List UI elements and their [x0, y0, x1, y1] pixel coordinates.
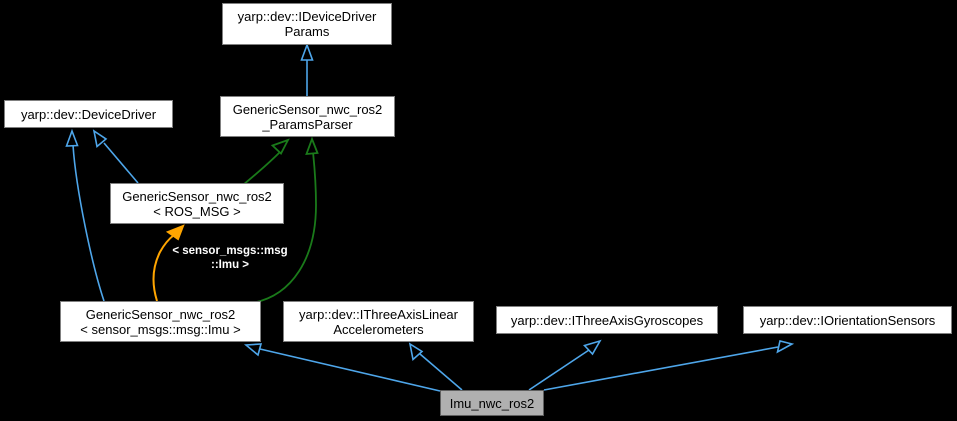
edge-imu-nwc-ros2-to-iorientationsensors [543, 340, 795, 391]
class-node-label: yarp::dev::IThreeAxisLinear Acceleromete… [299, 306, 458, 337]
edge-paramsparser-to-idevicedriverparams [300, 42, 314, 96]
class-node-ithreeaxisgyroscopes[interactable]: yarp::dev::IThreeAxisGyroscopes [496, 306, 718, 334]
class-node-imu-nwc-ros2[interactable]: Imu_nwc_ros2 [440, 390, 544, 416]
class-node-label: Imu_nwc_ros2 [449, 395, 535, 411]
class-node-label: yarp::dev::IDeviceDriver Params [237, 9, 377, 39]
class-node-devicedriver[interactable]: yarp::dev::DeviceDriver [4, 100, 173, 128]
class-node-genericsensor-imu[interactable]: GenericSensor_nwc_ros2 < sensor_msgs::ms… [60, 301, 261, 342]
class-node-label: yarp::dev::IOrientationSensors [759, 312, 936, 328]
edge-genericsensor-rosmsg-to-paramsparser [242, 138, 290, 186]
class-node-ithreeaxislinearaccelerometers[interactable]: yarp::dev::IThreeAxisLinear Acceleromete… [283, 301, 474, 342]
edge-label-template-args: < sensor_msgs::msg ::Imu > [172, 245, 288, 271]
class-node-label: GenericSensor_nwc_ros2 < sensor_msgs::ms… [80, 306, 241, 337]
class-node-label: GenericSensor_nwc_ros2 _ParamsParser [232, 101, 383, 132]
edge-imu-nwc-ros2-to-genericsensor-imu [243, 343, 441, 392]
class-node-label: yarp::dev::IThreeAxisGyroscopes [510, 312, 704, 328]
class-node-label: yarp::dev::DeviceDriver [20, 106, 157, 122]
edge-imu-nwc-ros2-to-ithreeaxislinearaccelerometers [408, 342, 463, 391]
edge-genericsensor-imu-to-paramsparser [251, 136, 319, 304]
edge-genericsensor-imu-to-genericsensor-rosmsg [152, 224, 185, 302]
class-node-iorientationsensors[interactable]: yarp::dev::IOrientationSensors [743, 306, 952, 334]
class-node-paramsparser[interactable]: GenericSensor_nwc_ros2 _ParamsParser [220, 96, 395, 137]
class-node-idevicedriverparams[interactable]: yarp::dev::IDeviceDriver Params [222, 3, 392, 45]
class-node-genericsensor-rosmsg[interactable]: GenericSensor_nwc_ros2 < ROS_MSG > [110, 183, 284, 224]
class-node-label: GenericSensor_nwc_ros2 < ROS_MSG > [122, 188, 272, 219]
edge-genericsensor-rosmsg-to-devicedriver [92, 129, 139, 184]
edge-genericsensor-imu-to-devicedriver [65, 128, 105, 302]
edge-imu-nwc-ros2-to-ithreeaxisgyroscopes [528, 339, 602, 391]
